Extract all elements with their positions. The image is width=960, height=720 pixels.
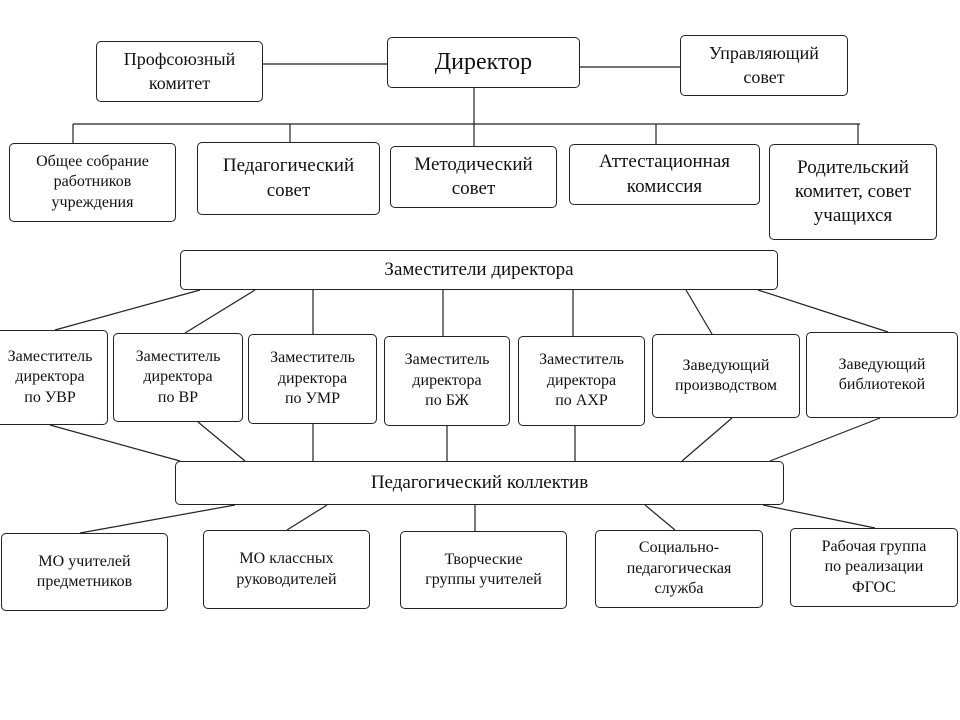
class-teachers-label: МО классных руководителей bbox=[236, 550, 337, 588]
attestation-commission-label: Аттестационная комиссия bbox=[598, 151, 731, 197]
deputy-umr-box: Заместитель директора по УМР bbox=[248, 334, 377, 424]
director-box: Директор bbox=[387, 37, 580, 88]
subject-teachers-box: МО учителей предметников bbox=[1, 533, 168, 611]
deputy-vr-box: Заместитель директора по ВР bbox=[113, 333, 243, 422]
fgos-working-group-label: Рабочая группа по реализации ФГОС bbox=[821, 537, 927, 596]
creative-groups-box: Творческие группы учителей bbox=[400, 531, 567, 609]
deputy-ahr-label: Заместитель директора по АХР bbox=[539, 351, 624, 410]
class-teachers-box: МО классных руководителей bbox=[203, 530, 370, 609]
deputies-header-label: Заместители директора bbox=[384, 258, 574, 280]
pedagogical-council-label: Педагогический совет bbox=[222, 155, 355, 201]
deputy-umr-label: Заместитель директора по УМР bbox=[270, 349, 355, 408]
pedagogical-council-box: Педагогический совет bbox=[197, 142, 380, 215]
parent-committee-box: Родительский комитет, совет учащихся bbox=[769, 144, 937, 240]
union-committee-label: Профсоюзный комитет bbox=[123, 49, 236, 93]
social-pedagogical-label: Социально- педагогическая служба bbox=[626, 539, 732, 598]
staff-header-box: Педагогический коллектив bbox=[175, 461, 784, 505]
fgos-working-group-box: Рабочая группа по реализации ФГОС bbox=[790, 528, 958, 607]
library-head-label: Заведующий библиотекой bbox=[838, 355, 926, 393]
methodical-council-box: Методический совет bbox=[390, 146, 557, 208]
social-pedagogical-box: Социально- педагогическая служба bbox=[595, 530, 763, 608]
subject-teachers-label: МО учителей предметников bbox=[36, 552, 133, 590]
methodical-council-label: Методический совет bbox=[414, 153, 533, 199]
deputy-bzh-box: Заместитель директора по БЖ bbox=[384, 336, 510, 426]
library-head-box: Заведующий библиотекой bbox=[806, 332, 958, 418]
general-meeting-label: Общее собрание работников учреждения bbox=[36, 152, 149, 211]
creative-groups-label: Творческие группы учителей bbox=[425, 550, 542, 588]
union-committee-box: Профсоюзный комитет bbox=[96, 41, 263, 102]
deputy-vr-label: Заместитель директора по ВР bbox=[135, 347, 221, 406]
deputies-header-box: Заместители директора bbox=[180, 250, 778, 290]
production-head-label: Заведующий производством bbox=[675, 356, 777, 394]
attestation-commission-box: Аттестационная комиссия bbox=[569, 144, 760, 205]
deputy-uvr-label: Заместитель директора по УВР bbox=[7, 347, 93, 406]
production-head-box: Заведующий производством bbox=[652, 334, 800, 418]
director-label: Директор bbox=[434, 49, 533, 76]
governing-council-box: Управляющий совет bbox=[680, 35, 848, 96]
governing-council-label: Управляющий совет bbox=[709, 43, 819, 87]
deputy-uvr-box: Заместитель директора по УВР bbox=[0, 330, 108, 425]
general-meeting-box: Общее собрание работников учреждения bbox=[9, 143, 176, 222]
deputy-bzh-label: Заместитель директора по БЖ bbox=[404, 351, 490, 410]
parent-committee-label: Родительский комитет, совет учащихся bbox=[794, 156, 912, 227]
deputy-ahr-box: Заместитель директора по АХР bbox=[518, 336, 645, 426]
staff-header-label: Педагогический коллектив bbox=[370, 471, 589, 493]
